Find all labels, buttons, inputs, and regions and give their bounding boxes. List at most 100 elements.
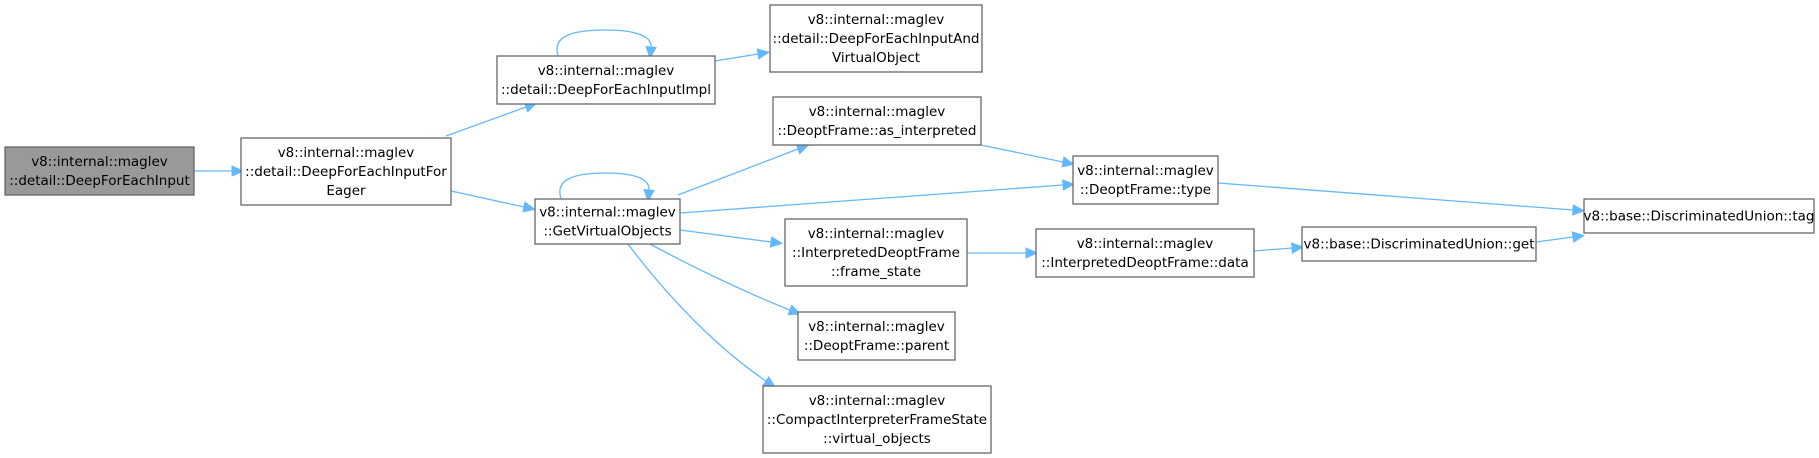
edge-n2-n3 <box>714 48 771 62</box>
node-label-line: v8::base::DiscriminatedUnion::tag <box>1584 209 1815 225</box>
edge-arrowhead <box>769 236 784 248</box>
node-label-line: v8::internal::maglev <box>809 393 946 409</box>
node-label-line: v8::internal::maglev <box>278 145 415 161</box>
node-label-line: v8::internal::maglev <box>808 12 945 28</box>
node-box <box>784 218 968 287</box>
edge-line <box>1535 236 1574 243</box>
node-label-line: ::virtual_objects <box>823 431 931 447</box>
node-box <box>762 385 992 454</box>
edge-n4-n6 <box>679 179 1076 214</box>
edge-arrowhead <box>645 46 657 60</box>
edge-n10-n7 <box>1535 231 1586 243</box>
edge-line <box>980 144 1064 163</box>
node-n8[interactable]: v8::internal::maglev::InterpretedDeoptFr… <box>784 218 968 287</box>
node-box <box>1301 226 1537 262</box>
node-box <box>797 311 956 361</box>
node-label-line: ::DeoptFrame::as_interpreted <box>778 123 977 139</box>
node-label-line: Eager <box>326 183 366 199</box>
node-label-line: v8::internal::maglev <box>808 319 945 335</box>
edge-n1-n2 <box>445 101 538 137</box>
edge-arrowhead <box>231 165 245 177</box>
edge-arrowhead <box>643 189 655 203</box>
edge-line <box>445 106 527 137</box>
node-n6[interactable]: v8::internal::maglev::DeoptFrame::type <box>1072 155 1219 205</box>
edge-line <box>450 190 525 208</box>
edge-n1-n4 <box>450 190 536 213</box>
edge-line <box>1217 182 1574 211</box>
node-label-line: ::detail::DeepForEachInputFor <box>245 164 447 180</box>
edge-line <box>677 148 799 196</box>
edge-line <box>556 29 652 57</box>
node-label-line: ::CompactInterpreterFrameState <box>767 412 987 428</box>
edge-n4-n5 <box>677 143 810 196</box>
node-label-line: ::InterpretedDeoptFrame::data <box>1041 255 1248 271</box>
node-label-line: v8::internal::maglev <box>808 226 945 242</box>
node-n12[interactable]: v8::internal::maglev::CompactInterpreter… <box>762 385 992 454</box>
edge-arrowhead <box>522 201 536 213</box>
node-label-line: v8::internal::maglev <box>809 104 946 120</box>
node-box <box>534 198 681 245</box>
node-label-line: ::DeoptFrame::parent <box>804 338 949 354</box>
edge-line <box>649 243 791 311</box>
edge-n4-n12 <box>627 243 777 388</box>
edge-line <box>679 184 1064 214</box>
edge-n0-n1 <box>194 165 245 177</box>
node-box <box>772 96 982 146</box>
edge-line <box>627 243 767 382</box>
edge-arrowhead <box>1061 156 1075 168</box>
edge-n8-n9 <box>967 247 1039 259</box>
node-n4[interactable]: v8::internal::maglev::GetVirtualObjects <box>534 198 681 245</box>
node-n11[interactable]: v8::internal::maglev::DeoptFrame::parent <box>797 311 956 361</box>
edge-n4-n11 <box>649 243 802 316</box>
node-n5[interactable]: v8::internal::maglev::DeoptFrame::as_int… <box>772 96 982 146</box>
node-label-line: v8::internal::maglev <box>1077 163 1214 179</box>
node-label-line: ::detail::DeepForEachInput <box>9 173 190 189</box>
edge-arrowhead <box>795 143 810 155</box>
nodes-layer: v8::internal::maglev::detail::DeepForEac… <box>4 4 1815 454</box>
edge-n5-n6 <box>980 144 1075 168</box>
edge-n4-n8 <box>679 229 784 248</box>
node-label-line: v8::internal::maglev <box>1077 236 1214 252</box>
edge-n9-n10 <box>1253 242 1305 254</box>
edge-arrowhead <box>756 48 771 60</box>
node-label-line: ::detail::DeepForEachInputAnd <box>773 31 980 47</box>
node-box <box>4 146 195 196</box>
node-box <box>1583 198 1815 234</box>
node-n9[interactable]: v8::internal::maglev::InterpretedDeoptFr… <box>1035 228 1255 278</box>
node-label-line: v8::base::DiscriminatedUnion::get <box>1303 237 1534 253</box>
edge-arrowhead <box>787 304 802 316</box>
node-box <box>1035 228 1255 278</box>
edge-arrowhead <box>1291 242 1305 254</box>
node-label-line: v8::internal::maglev <box>539 205 676 221</box>
node-box <box>496 55 716 105</box>
edge-line <box>1253 247 1293 252</box>
edge-n6-n7 <box>1217 182 1586 216</box>
node-n10[interactable]: v8::base::DiscriminatedUnion::get <box>1301 226 1537 262</box>
edges-layer <box>194 29 1586 388</box>
edge-line <box>679 229 772 243</box>
node-box <box>240 137 452 206</box>
edge-arrowhead <box>1571 231 1586 243</box>
edge-n2-n2 <box>556 29 657 60</box>
node-label-line: ::DeoptFrame::type <box>1080 182 1211 198</box>
edge-arrowhead <box>1062 179 1076 191</box>
node-label-line: ::frame_state <box>831 264 921 280</box>
node-label-line: v8::internal::maglev <box>31 154 168 170</box>
node-box <box>1072 155 1219 205</box>
node-label-line: v8::internal::maglev <box>538 63 675 79</box>
node-label-line: ::GetVirtualObjects <box>543 224 671 240</box>
node-n1[interactable]: v8::internal::maglev::detail::DeepForEac… <box>240 137 452 206</box>
node-box <box>769 4 983 73</box>
node-n7[interactable]: v8::base::DiscriminatedUnion::tag <box>1583 198 1815 234</box>
node-n3[interactable]: v8::internal::maglev::detail::DeepForEac… <box>769 4 983 73</box>
edge-arrowhead <box>1572 204 1586 216</box>
node-n2[interactable]: v8::internal::maglev::detail::DeepForEac… <box>496 55 716 105</box>
node-label-line: ::detail::DeepForEachInputImpl <box>501 82 711 98</box>
node-label-line: VirtualObject <box>832 50 920 66</box>
node-n0[interactable]: v8::internal::maglev::detail::DeepForEac… <box>4 146 195 196</box>
edge-line <box>714 53 759 62</box>
edge-line <box>559 172 650 200</box>
edge-arrowhead <box>1025 247 1039 259</box>
node-label-line: ::InterpretedDeoptFrame <box>792 245 960 261</box>
